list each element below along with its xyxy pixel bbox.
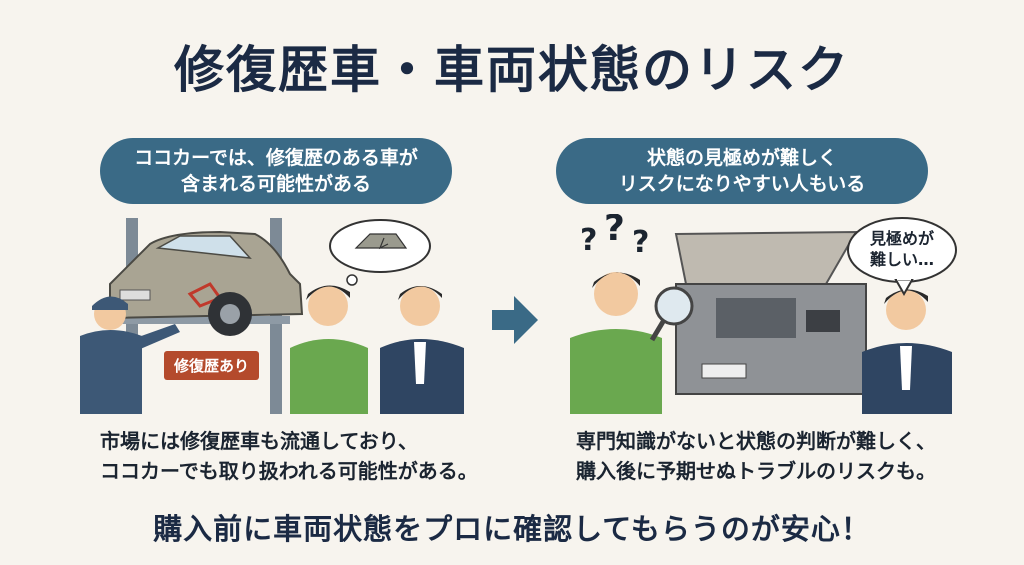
right-description-line1: 専門知識がないと状態の判断が難しく、: [576, 429, 936, 453]
magnifier-icon: [649, 286, 694, 342]
right-heading-pill: 状態の見極めが難しく リスクになりやすい人もいる: [556, 138, 928, 204]
page-title: 修復歴車・車両状態のリスク: [174, 41, 850, 99]
question-marks-icon: ? ? ?: [580, 214, 649, 260]
repair-history-tag: 修復歴あり: [164, 351, 260, 380]
right-description: 専門知識がないと状態の判断が難しく、 購入後に予期せぬトラブルのリスクも。: [576, 426, 936, 486]
mechanic-icon: [80, 296, 180, 414]
left-description-line1: 市場には修復歴車も流通しており、: [100, 429, 418, 453]
staff-icon: [862, 289, 952, 414]
staff-icon: [380, 286, 464, 414]
footer-message: 購入前に車両状態をプロに確認してもらうのが安心！: [153, 512, 871, 546]
speech-bubble-text: 見極めが 難しい…: [860, 228, 944, 270]
thought-bubble-icon: [329, 219, 431, 286]
right-heading-line2: リスクになりやすい人もいる: [618, 173, 866, 195]
right-description-line2: 購入後に予期せぬトラブルのリスクも。: [576, 459, 936, 483]
left-description-line2: ココカーでも取り扱われる可能性がある。: [100, 459, 478, 483]
lift-car-icon: [80, 218, 464, 414]
svg-text:?: ?: [580, 223, 597, 258]
left-heading-pill: ココカーでは、修復歴のある車が 含まれる可能性がある: [100, 138, 452, 204]
speech-bubble-icon: [847, 217, 957, 297]
right-heading-line1: 状態の見極めが難しく: [646, 147, 837, 169]
engine-bay-icon: ? ? ?: [570, 214, 957, 414]
left-heading-line1: ココカーでは、修復歴のある車が: [134, 147, 418, 169]
left-description: 市場には修復歴車も流通しており、 ココカーでも取り扱われる可能性がある。: [100, 426, 478, 486]
speech-bubble-line1: 見極めが: [869, 229, 934, 248]
svg-text:?: ?: [632, 225, 649, 260]
speech-bubble-line2: 難しい…: [869, 250, 934, 269]
svg-text:?: ?: [604, 214, 625, 249]
left-illustration: 修復歴あり: [80, 214, 472, 414]
customer-icon: [290, 285, 368, 414]
arrow-right-icon: [492, 296, 538, 344]
customer-icon: [570, 272, 662, 414]
left-heading-line2: 含まれる可能性がある: [180, 173, 371, 195]
right-illustration: ? ? ?: [566, 214, 994, 414]
